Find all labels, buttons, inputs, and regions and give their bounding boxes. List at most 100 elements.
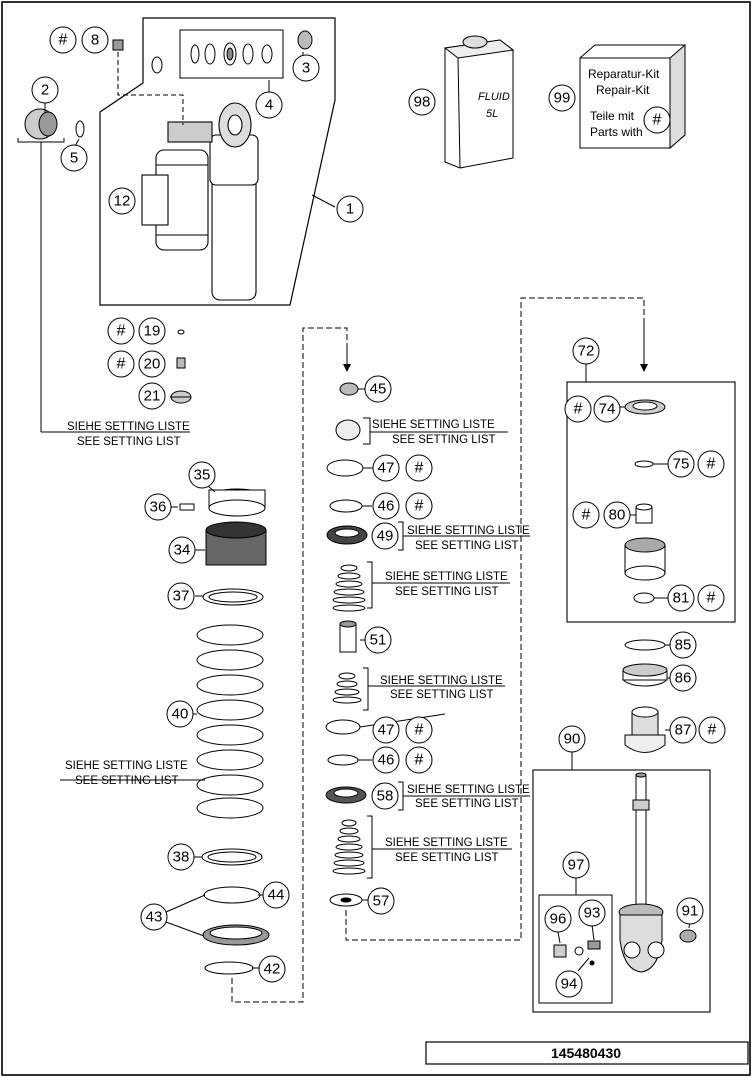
seal-kit-seals xyxy=(190,42,273,66)
callout-21[interactable]: 21 xyxy=(138,382,166,410)
seal-kit-box xyxy=(179,29,284,79)
callout-12[interactable]: 12 xyxy=(108,187,136,215)
setting-note-en-1: SEE SETTING LIST xyxy=(77,436,181,448)
callout-8[interactable]: 8 xyxy=(81,26,109,54)
callout-37[interactable]: 37 xyxy=(167,582,195,610)
svg-text:#: # xyxy=(574,401,583,418)
callout-19[interactable]: 19 xyxy=(138,317,166,345)
setting-note-en-2: SEE SETTING LIST xyxy=(392,434,496,446)
svg-text:51: 51 xyxy=(370,632,387,649)
svg-text:12: 12 xyxy=(114,193,131,210)
callout-40[interactable]: 40 xyxy=(166,700,194,728)
svg-text:3: 3 xyxy=(302,60,310,77)
callout-57[interactable]: 57 xyxy=(367,887,395,915)
hash-marker-81: # xyxy=(697,584,725,612)
callout-58[interactable]: 58 xyxy=(371,782,399,810)
callout-3[interactable]: 3 xyxy=(292,54,320,82)
hash-marker-47a: # xyxy=(405,454,433,482)
callout-86[interactable]: 86 xyxy=(669,664,697,692)
setting-note-de-3: SIEHE SETTING LISTE xyxy=(407,525,530,537)
setting-note-en-4: SEE SETTING LIST xyxy=(395,586,499,598)
setting-notes: SIEHE SETTING LISTE SEE SETTING LIST SIE… xyxy=(65,419,530,864)
hash-marker-74: # xyxy=(564,395,592,423)
shock-body xyxy=(141,102,259,301)
hash-marker-75: # xyxy=(697,450,725,478)
callout-85[interactable]: 85 xyxy=(669,631,697,659)
callout-47b[interactable]: 47 xyxy=(372,716,400,744)
callout-4[interactable]: 4 xyxy=(255,91,283,119)
svg-text:#: # xyxy=(707,590,716,607)
callout-98[interactable]: 98 xyxy=(408,88,436,116)
callout-1[interactable]: 1 xyxy=(336,195,364,223)
callout-5[interactable]: 5 xyxy=(60,144,88,172)
callout-38[interactable]: 38 xyxy=(167,843,195,871)
fluid-can-label-1: FLUID xyxy=(478,91,510,103)
setting-note-en-7: SEE SETTING LIST xyxy=(415,798,519,810)
svg-text:87: 87 xyxy=(675,722,692,739)
svg-text:#: # xyxy=(415,498,424,515)
callout-90[interactable]: 90 xyxy=(558,725,586,753)
callout-46b[interactable]: 46 xyxy=(372,746,400,774)
svg-text:94: 94 xyxy=(561,976,578,993)
repair-kit-line-2: Repair-Kit xyxy=(596,83,650,97)
repair-kit-line-4: Parts with xyxy=(590,125,643,139)
svg-text:8: 8 xyxy=(91,32,99,49)
setting-note-en-6: SEE SETTING LIST xyxy=(75,775,179,787)
svg-text:42: 42 xyxy=(264,961,281,978)
small-parts-top xyxy=(24,30,313,140)
callout-93[interactable]: 93 xyxy=(578,899,606,927)
callout-94[interactable]: 94 xyxy=(555,970,583,998)
svg-text:19: 19 xyxy=(144,323,161,340)
right-column-parts xyxy=(622,639,670,753)
svg-text:#: # xyxy=(59,32,68,49)
svg-text:74: 74 xyxy=(599,401,616,418)
callouts: 1 2 3 4 5 8 12 19 20 21 35 36 34 37 40 3… xyxy=(31,26,704,998)
callout-91[interactable]: 91 xyxy=(676,897,704,925)
callout-47a[interactable]: 47 xyxy=(372,454,400,482)
left-column-parts xyxy=(170,329,270,975)
callout-72[interactable]: 72 xyxy=(572,337,600,365)
callout-44[interactable]: 44 xyxy=(262,881,290,909)
svg-text:49: 49 xyxy=(377,528,394,545)
svg-text:44: 44 xyxy=(268,887,285,904)
callout-97[interactable]: 97 xyxy=(562,851,590,879)
svg-text:38: 38 xyxy=(173,849,190,866)
svg-text:34: 34 xyxy=(174,542,191,559)
setting-note-de-4: SIEHE SETTING LISTE xyxy=(385,571,508,583)
svg-text:99: 99 xyxy=(554,90,571,107)
callout-80[interactable]: 80 xyxy=(603,501,631,529)
callout-36[interactable]: 36 xyxy=(144,493,172,521)
callout-49[interactable]: 49 xyxy=(371,522,399,550)
callout-2[interactable]: 2 xyxy=(31,76,59,104)
svg-text:86: 86 xyxy=(675,670,692,687)
svg-text:#: # xyxy=(415,460,424,477)
callout-46a[interactable]: 46 xyxy=(372,492,400,520)
svg-text:#: # xyxy=(415,752,424,769)
callout-81[interactable]: 81 xyxy=(667,584,695,612)
callout-96[interactable]: 96 xyxy=(544,905,572,933)
callout-34[interactable]: 34 xyxy=(168,536,196,564)
callout-74[interactable]: 74 xyxy=(593,395,621,423)
hash-markers: # # # # # # # # # # # # # xyxy=(49,26,726,774)
assembly-frame xyxy=(99,17,336,306)
svg-text:#: # xyxy=(707,456,716,473)
svg-text:#: # xyxy=(653,112,662,129)
callout-43[interactable]: 43 xyxy=(140,903,168,931)
svg-text:36: 36 xyxy=(150,499,167,516)
callout-99[interactable]: 99 xyxy=(548,84,576,112)
callout-42[interactable]: 42 xyxy=(258,955,286,983)
callout-51[interactable]: 51 xyxy=(364,626,392,654)
callout-45[interactable]: 45 xyxy=(364,375,392,403)
svg-text:37: 37 xyxy=(173,588,190,605)
callout-20[interactable]: 20 xyxy=(138,350,166,378)
setting-note-de-8: SIEHE SETTING LISTE xyxy=(385,837,508,849)
left-column-leaders xyxy=(60,327,351,1003)
callout-87[interactable]: 87 xyxy=(669,716,697,744)
callout-35[interactable]: 35 xyxy=(188,461,216,489)
svg-text:#: # xyxy=(117,323,126,340)
hash-marker-20: # xyxy=(107,350,135,378)
svg-text:4: 4 xyxy=(265,97,273,114)
callout-75[interactable]: 75 xyxy=(667,450,695,478)
